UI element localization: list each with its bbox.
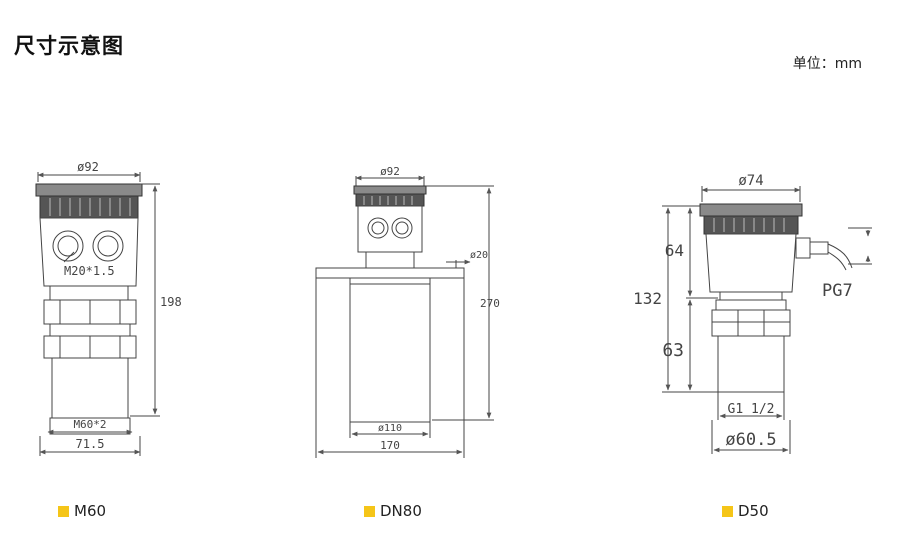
legend-label: M60 bbox=[74, 502, 107, 520]
dn80-flange-hole: ø20 bbox=[470, 250, 488, 261]
legend-label: D50 bbox=[738, 502, 769, 520]
d50-thread: G1 1/2 bbox=[728, 402, 775, 417]
d50-bottom-diameter: ø60.5 bbox=[725, 430, 776, 450]
d50-cable-gland: PG7 bbox=[822, 281, 853, 301]
legend-label: DN80 bbox=[380, 502, 422, 520]
d50-head-height: 64 bbox=[665, 241, 684, 260]
drawing-dn80 bbox=[315, 175, 494, 458]
m60-conduit-thread: M20*1.5 bbox=[64, 264, 115, 278]
dn80-probe-diameter: ø110 bbox=[378, 423, 402, 434]
drawing-d50 bbox=[662, 186, 872, 454]
legend-m60: M60 bbox=[58, 502, 106, 520]
legend-d50: D50 bbox=[722, 502, 769, 520]
dn80-height: 270 bbox=[480, 297, 500, 310]
m60-height: 198 bbox=[160, 295, 182, 309]
legend-swatch bbox=[364, 505, 375, 517]
unit-label: 单位：mm bbox=[792, 56, 862, 72]
m60-top-diameter: ø92 bbox=[77, 160, 99, 174]
dn80-flange-width: 170 bbox=[380, 439, 400, 452]
legend-swatch bbox=[58, 505, 69, 517]
m60-bottom-width: 71.5 bbox=[76, 437, 105, 451]
legend-dn80: DN80 bbox=[364, 502, 422, 520]
d50-top-diameter: ø74 bbox=[738, 173, 763, 189]
drawing-m60 bbox=[35, 172, 160, 456]
m60-thread: M60*2 bbox=[73, 418, 106, 431]
d50-lower-height: 63 bbox=[662, 340, 684, 361]
dn80-top-diameter: ø92 bbox=[380, 165, 400, 178]
page-title: 尺寸示意图 bbox=[14, 34, 124, 58]
d50-total-height: 132 bbox=[633, 289, 662, 308]
legend-swatch bbox=[722, 505, 733, 517]
